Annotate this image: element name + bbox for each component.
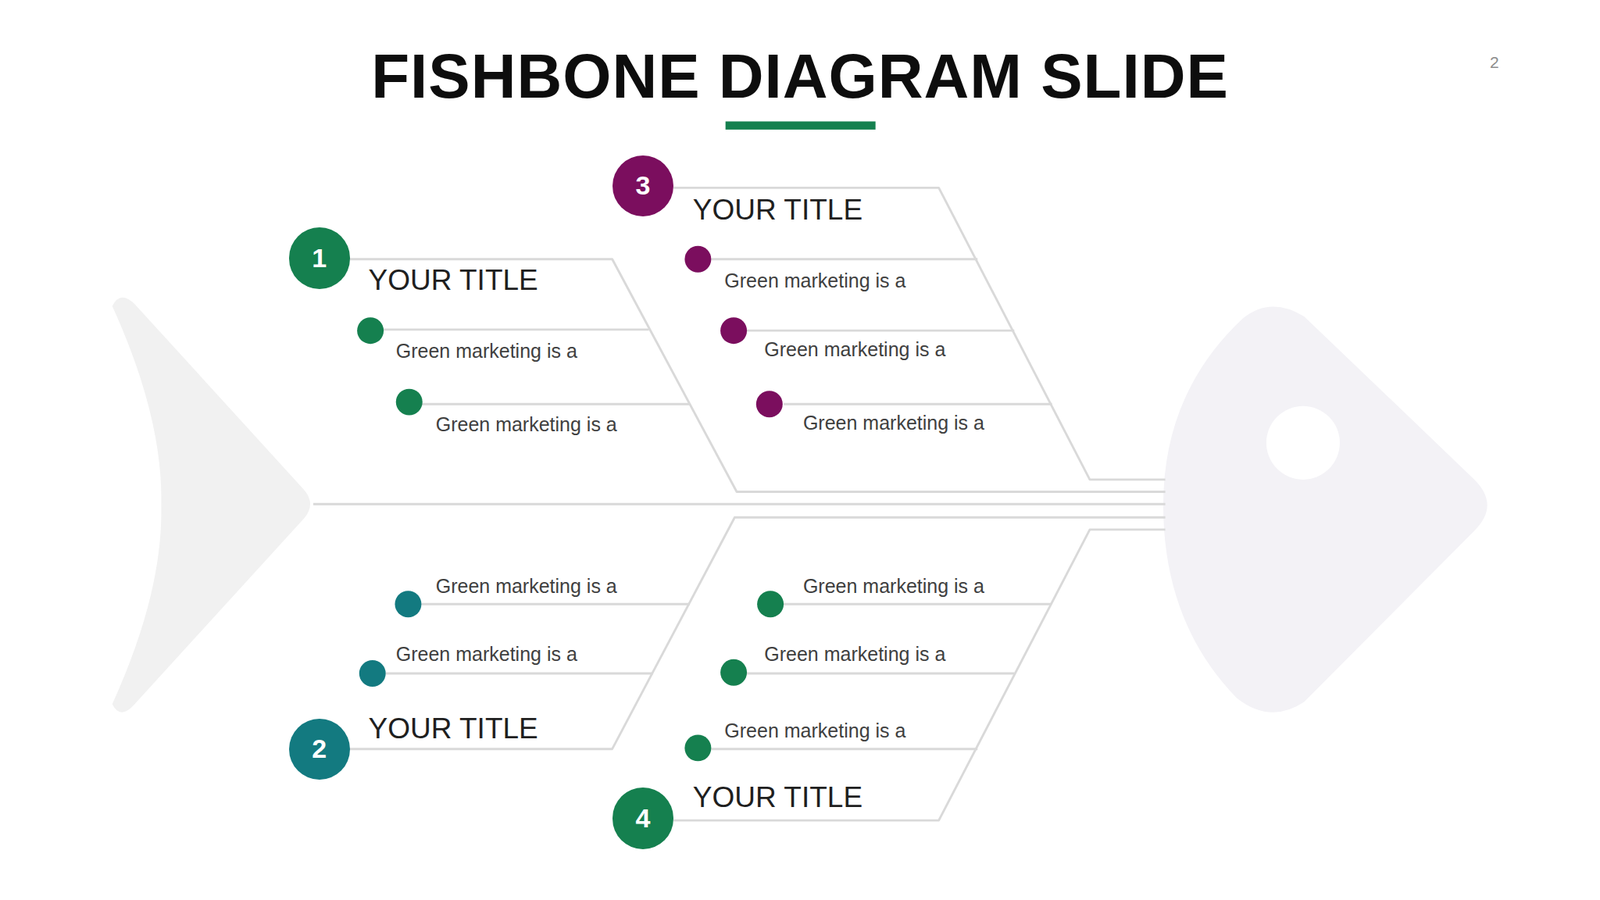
branch-heading: YOUR TITLE bbox=[692, 193, 863, 227]
sub-bone bbox=[746, 672, 1015, 675]
page-number: 2 bbox=[1489, 53, 1500, 72]
bullet-dot bbox=[720, 317, 747, 344]
bullet-dot bbox=[396, 389, 423, 416]
sub-bone bbox=[783, 403, 1053, 406]
bone bbox=[673, 529, 1166, 821]
fish-head bbox=[1163, 306, 1488, 712]
sub-bone bbox=[421, 403, 690, 406]
bullet-dot bbox=[756, 390, 783, 418]
branch-heading: YOUR TITLE bbox=[692, 781, 863, 815]
number-circle: 4YOUR TITLE bbox=[612, 787, 674, 849]
bullet-dot bbox=[757, 590, 784, 618]
bones bbox=[313, 187, 1166, 821]
bone bbox=[350, 259, 1166, 493]
bullet-text: Green marketing is a bbox=[764, 642, 946, 666]
bullet-text: Green marketing is a bbox=[724, 269, 906, 293]
title-underline bbox=[725, 121, 876, 129]
sub-bone bbox=[746, 329, 1015, 333]
bone bbox=[673, 187, 1166, 480]
bullet-dot bbox=[357, 317, 384, 344]
bullet-dot bbox=[684, 246, 711, 273]
bullet-dot bbox=[720, 659, 747, 686]
callout-number: 3 bbox=[635, 170, 650, 201]
callout-number: 4 bbox=[635, 803, 650, 834]
sub-bone bbox=[421, 603, 690, 606]
fish-tail bbox=[112, 297, 311, 713]
callout-number: 2 bbox=[311, 733, 327, 765]
sub-bone bbox=[382, 328, 650, 331]
bone bbox=[350, 517, 1166, 749]
number-circle: 2YOUR TITLE bbox=[289, 718, 350, 780]
bullet-text: Green marketing is a bbox=[803, 574, 985, 597]
bullet-text: Green marketing is a bbox=[435, 413, 618, 436]
bullet-dot bbox=[359, 660, 386, 687]
bullet-dot bbox=[394, 590, 422, 618]
slide-title: FISHBONE DIAGRAM SLIDE bbox=[0, 40, 1600, 113]
sub-bone bbox=[710, 257, 978, 261]
branch-heading: YOUR TITLE bbox=[368, 264, 539, 297]
number-circle: 3YOUR TITLE bbox=[612, 155, 674, 217]
bullet-text: Green marketing is a bbox=[396, 339, 578, 363]
bullet-text: Green marketing is a bbox=[724, 719, 906, 743]
bullet-text: Green marketing is a bbox=[396, 642, 578, 666]
spine bbox=[313, 503, 1166, 506]
bullet-text: Green marketing is a bbox=[764, 337, 946, 361]
number-circle: 1YOUR TITLE bbox=[289, 227, 350, 289]
sub-bone bbox=[385, 672, 654, 675]
bullet-text: Green marketing is a bbox=[803, 410, 985, 434]
sub-bone bbox=[783, 603, 1051, 606]
bullet-dot bbox=[684, 734, 711, 761]
branch-heading: YOUR TITLE bbox=[368, 712, 539, 746]
bullet-text: Green marketing is a bbox=[435, 574, 618, 597]
callout-number: 1 bbox=[311, 242, 327, 274]
fish-eye bbox=[1266, 406, 1340, 480]
bullet-dots bbox=[357, 246, 784, 762]
sub-bone bbox=[710, 747, 978, 750]
